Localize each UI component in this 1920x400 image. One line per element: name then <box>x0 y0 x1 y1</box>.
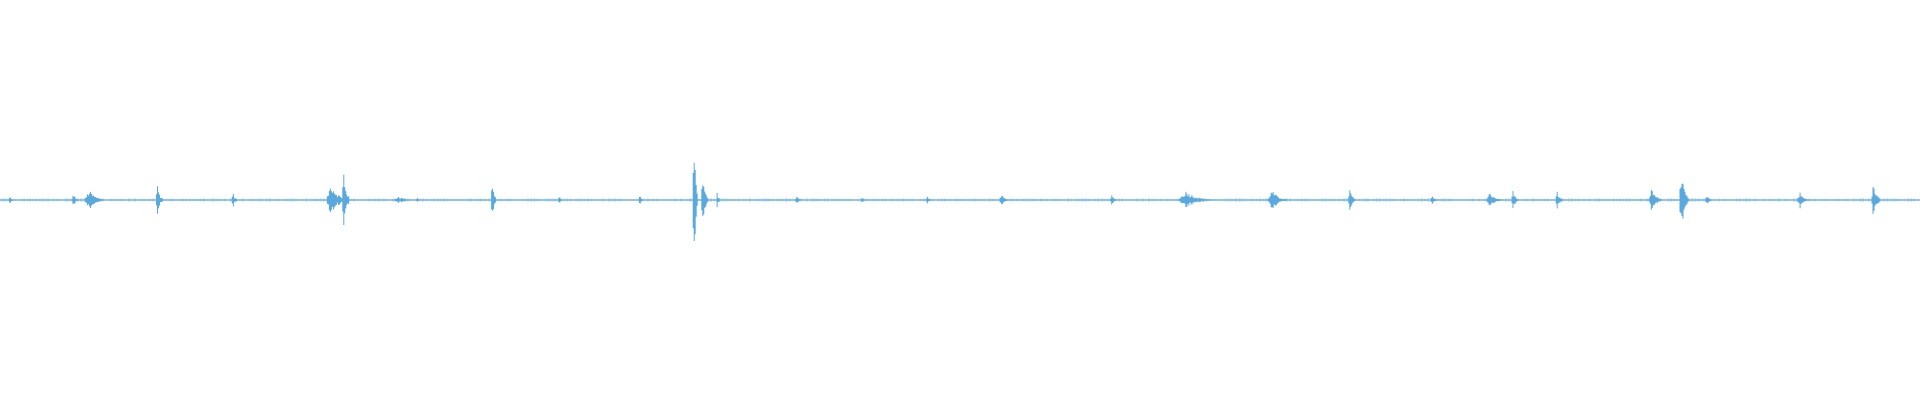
waveform-bursts <box>0 162 1918 242</box>
waveform-burst <box>394 197 414 203</box>
waveform-noise <box>0 198 1918 202</box>
waveform-burst <box>999 195 1009 205</box>
waveform-burst <box>692 162 698 242</box>
waveform-burst <box>1648 189 1662 210</box>
waveform-burst <box>1267 192 1287 208</box>
waveform-burst <box>156 186 163 214</box>
waveform-burst <box>1555 191 1563 209</box>
waveform-burst <box>1705 197 1713 203</box>
waveform-burst <box>1348 190 1356 210</box>
waveform-burst <box>85 191 104 208</box>
waveform-burst <box>72 195 78 204</box>
waveform-burst <box>925 196 933 204</box>
waveform-burst <box>558 197 564 203</box>
